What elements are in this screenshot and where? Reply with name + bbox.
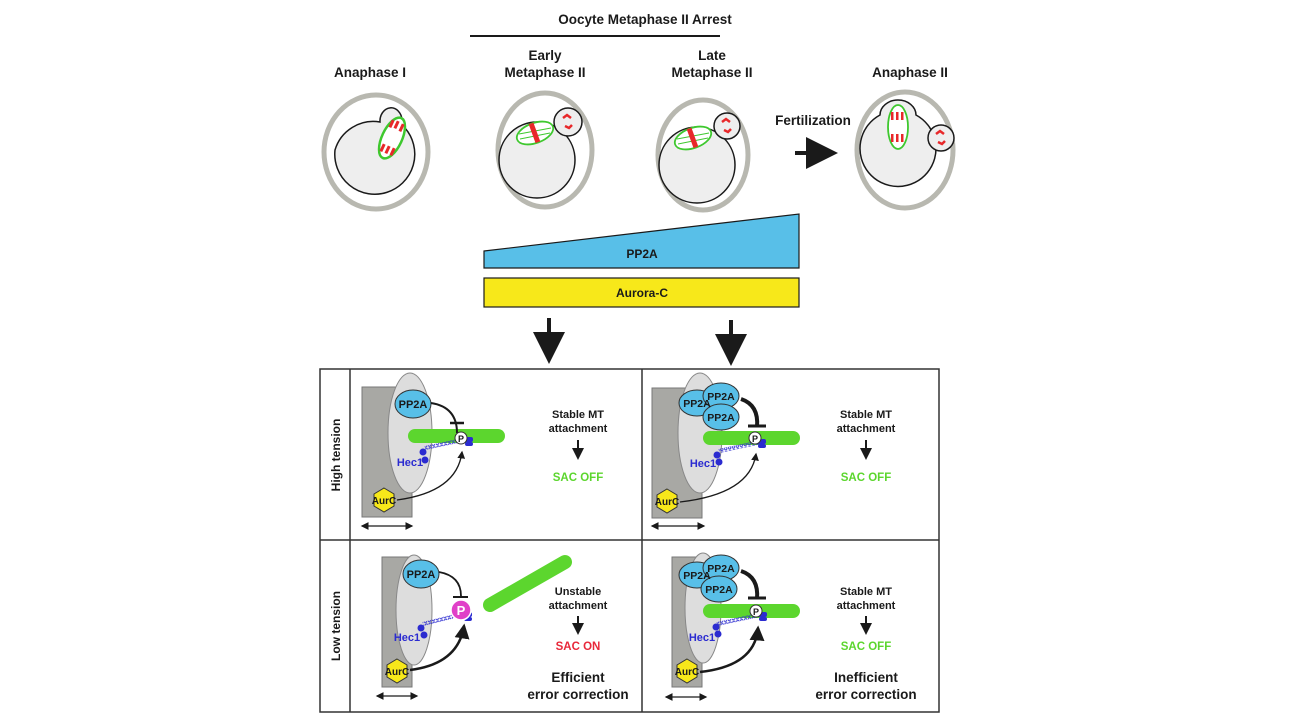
stage-label-anaphase-i: Anaphase I <box>334 65 406 80</box>
pp2a-gradient-label: PP2A <box>626 247 658 261</box>
outcome-line1: Efficient <box>551 670 605 685</box>
status-line1: Stable MT <box>840 409 892 421</box>
hec1-label: Hec1 <box>397 457 423 469</box>
pp2a-label: PP2A <box>707 412 735 424</box>
panel-grid <box>319 368 940 713</box>
sac-status: SAC ON <box>556 641 601 653</box>
pp2a-label: PP2A <box>399 399 428 411</box>
status-line2: attachment <box>549 423 608 435</box>
hec1-label: Hec1 <box>689 632 715 644</box>
row-label-high-tension: High tension <box>329 419 343 492</box>
pp2a-label: PP2A <box>407 569 436 581</box>
aurora-c-bar-label: Aurora-C <box>616 286 668 300</box>
stage-label-late-line1: Late <box>698 48 726 63</box>
status-line2: attachment <box>837 423 896 435</box>
oocyte-anaphase-ii <box>854 89 956 211</box>
pp2a-label: PP2A <box>683 570 711 582</box>
panel-high-tension-early: Hec1 PP2A P AurC Stable MT attachment SA… <box>360 372 608 530</box>
stage-label-early-line1: Early <box>528 48 562 63</box>
status-line2: attachment <box>549 600 608 612</box>
outcome-line2: error correction <box>815 687 916 702</box>
stage-label-early-line2: Metaphase II <box>504 65 585 80</box>
oocyte-early-metaphase-ii <box>495 90 595 210</box>
status-line1: Unstable <box>555 586 601 598</box>
aurc-label: AurC <box>675 667 699 678</box>
panel-low-tension-late: Hec1 PP2A PP2A PP2A P AurC Stable MT att… <box>664 552 917 702</box>
outcome-line1: Inefficient <box>834 670 898 685</box>
status-line1: Stable MT <box>552 409 604 421</box>
stage-label-late-line2: Metaphase II <box>671 65 752 80</box>
phospho-active <box>450 599 472 621</box>
pp2a-label: PP2A <box>705 584 733 596</box>
phospho-label: P <box>458 434 464 444</box>
pp2a-label: PP2A <box>707 563 735 575</box>
pp2a-label: PP2A <box>683 398 711 410</box>
inhibition-line <box>430 402 458 434</box>
aurc-label: AurC <box>655 497 679 508</box>
phospho-label: P <box>752 434 758 444</box>
panel-low-tension-early: Hec1 PP2A P AurC Unstable attachment SAC… <box>375 554 629 702</box>
oocyte-late-metaphase-ii <box>655 97 751 213</box>
status-line2: attachment <box>837 600 896 612</box>
aurc-label: AurC <box>372 496 396 507</box>
stage-label-anaphase-ii: Anaphase II <box>872 65 948 80</box>
aurc-label: AurC <box>385 667 409 678</box>
fertilization-label: Fertilization <box>775 113 851 128</box>
hec1-label: Hec1 <box>690 458 716 470</box>
detached-microtubule <box>483 555 572 612</box>
phospho-label: P <box>457 603 466 618</box>
sac-status: SAC OFF <box>841 472 891 484</box>
pp2a-gradient-wedge <box>483 213 800 269</box>
pp2a-label: PP2A <box>707 391 735 403</box>
row-label-low-tension: Low tension <box>329 591 343 661</box>
arrest-title: Oocyte Metaphase II Arrest <box>558 12 732 27</box>
phospho-label: P <box>753 607 759 617</box>
hec1-label: Hec1 <box>394 632 420 644</box>
panel-high-tension-late: Hec1 PP2A PP2A PP2A P AurC Stable MT att… <box>650 372 896 530</box>
sac-status: SAC OFF <box>841 641 891 653</box>
sac-status: SAC OFF <box>553 472 603 484</box>
aurc-phosphorylation-arrow <box>396 450 466 501</box>
oocyte-anaphase-i <box>321 92 431 212</box>
status-line1: Stable MT <box>840 586 892 598</box>
outcome-line2: error correction <box>527 687 628 702</box>
aurora-c-bar <box>483 277 800 308</box>
